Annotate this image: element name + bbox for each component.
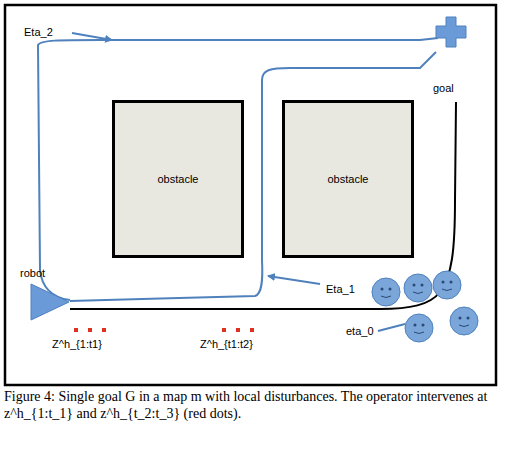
person (404, 274, 432, 302)
map-label: Z^h_{1:t1} (52, 338, 102, 351)
path-eta2 (38, 38, 438, 300)
person (433, 271, 461, 299)
map-label: eta_0 (346, 325, 374, 338)
map-frame (5, 5, 496, 385)
leader-line (268, 276, 320, 284)
map-label: Z^h_{t1:t2} (200, 338, 253, 351)
obstacle-box: obstacle (282, 100, 414, 258)
robot-label: robot (20, 267, 45, 280)
map-label: Eta_1 (326, 283, 355, 296)
path-middle (70, 52, 436, 301)
leader-line (72, 33, 112, 40)
person (405, 314, 433, 342)
goal-cross (436, 17, 466, 47)
person (450, 307, 478, 335)
figure-caption: Figure 4: Single goal G in a map m with … (4, 389, 502, 423)
leader-line (378, 324, 405, 331)
obstacle-box: obstacle (112, 100, 244, 258)
person (372, 278, 400, 306)
robot-triangle: robot (30, 283, 70, 321)
red-dots (74, 328, 254, 332)
map-label: goal (433, 82, 454, 95)
obstacle-label: obstacle (158, 173, 199, 186)
obstacle-label: obstacle (328, 173, 369, 186)
map-label: Eta_2 (24, 26, 53, 39)
robot-shape (30, 283, 70, 321)
